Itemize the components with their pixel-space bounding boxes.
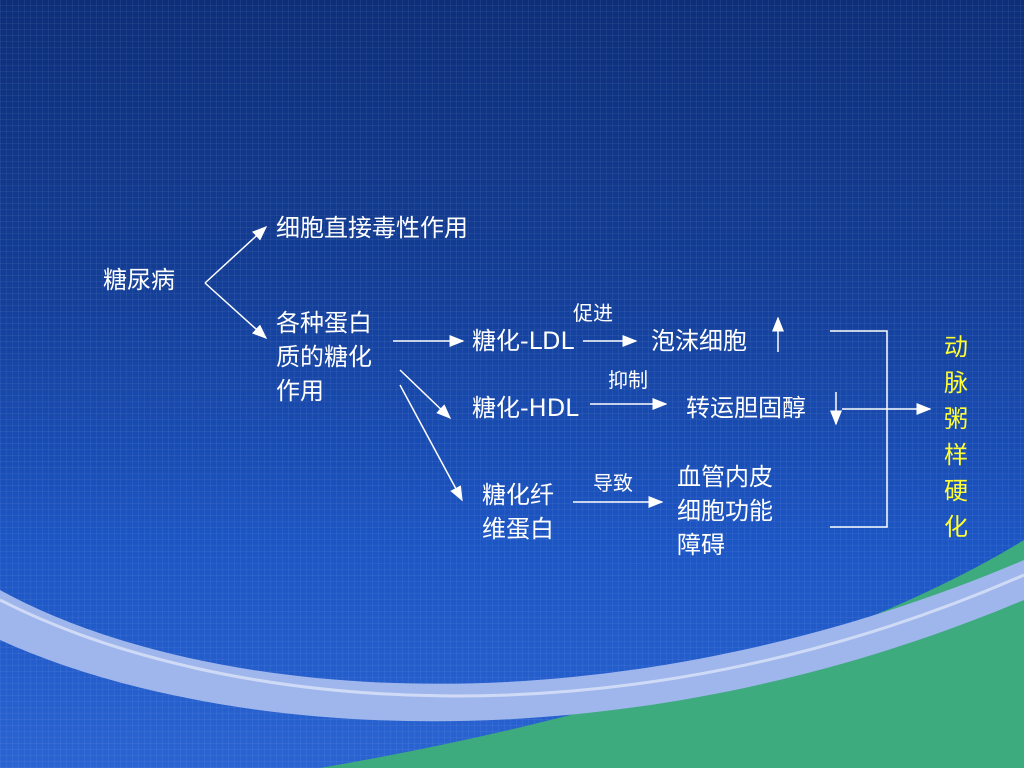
node-cholesterol-transport: 转运胆固醇 <box>686 394 806 422</box>
green-wave <box>320 540 1024 768</box>
node-glyc-fiber: 糖化纤 维蛋白 <box>482 481 554 543</box>
arrow-glycation-to-fiber <box>399 384 463 502</box>
arrow-glycation-to-hdl <box>399 369 452 420</box>
white-swoosh-highlight <box>0 573 1024 698</box>
node-glyc-hdl: 糖化-HDL <box>472 394 579 422</box>
node-diabetes: 糖尿病 <box>103 266 175 294</box>
node-glycation: 各种蛋白 质的糖化 作用 <box>276 309 372 405</box>
node-direct-toxicity: 细胞直接毒性作用 <box>276 214 468 242</box>
bracket-combiner <box>830 330 888 528</box>
node-foam-cell: 泡沫细胞 <box>651 327 747 355</box>
label-lead-to: 导致 <box>593 471 633 495</box>
node-endothelial-dysfunction: 血管内皮 细胞功能 障碍 <box>677 463 773 559</box>
arrow-diabetes-to-toxicity <box>204 225 268 284</box>
label-inhibit: 抑制 <box>608 368 648 392</box>
node-atherosclerosis: 动脉粥样硬化 <box>944 333 968 541</box>
node-glyc-ldl: 糖化-LDL <box>472 327 574 355</box>
label-promote: 促进 <box>573 301 613 325</box>
arrow-diabetes-to-glycation <box>204 282 268 340</box>
